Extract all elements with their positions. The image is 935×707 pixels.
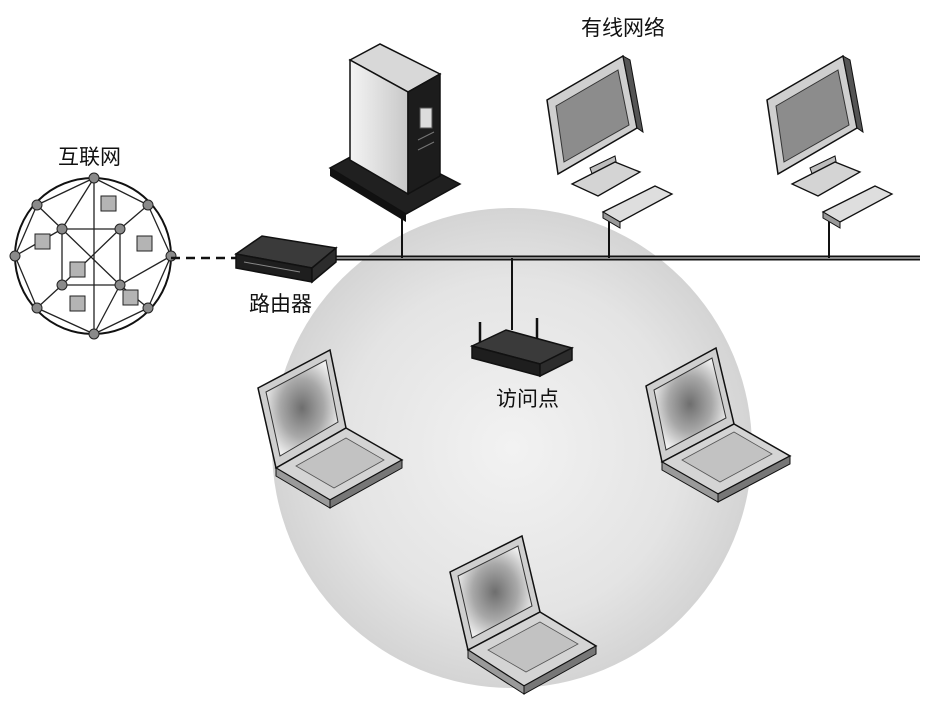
- desktop-computer-icon: [766, 54, 894, 229]
- server-tower-icon: [328, 43, 462, 222]
- globe-network-icon: [9, 172, 177, 340]
- wireless-access-point-icon: [469, 318, 575, 378]
- laptop-icon: [645, 346, 792, 503]
- router-icon: [234, 235, 338, 284]
- desktop-computer-icon: [546, 54, 674, 229]
- router-label: 路由器: [249, 292, 312, 316]
- access-point-label: 访问点: [496, 387, 559, 411]
- laptop-icon: [449, 534, 598, 695]
- laptop-icon: [257, 348, 404, 509]
- wired-network-label: 有线网络: [581, 16, 665, 40]
- internet-label: 互联网: [58, 145, 121, 169]
- wireless-coverage-area: [272, 208, 752, 688]
